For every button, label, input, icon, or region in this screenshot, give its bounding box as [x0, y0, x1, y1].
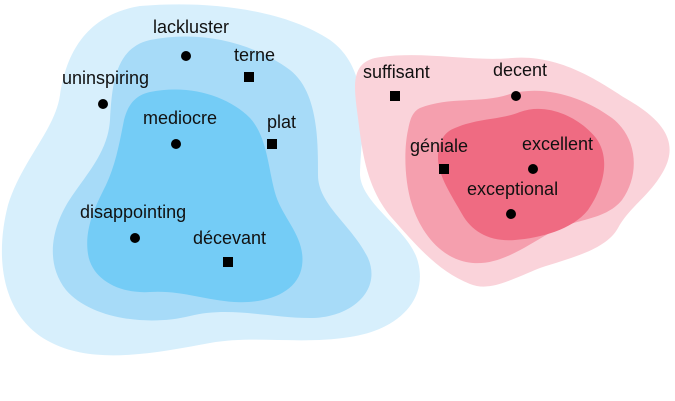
- marker-terne: [244, 72, 254, 82]
- marker-plat: [267, 139, 277, 149]
- word-label-mediocre: mediocre: [143, 108, 217, 128]
- circle-marker: [130, 233, 140, 243]
- square-marker: [390, 91, 400, 101]
- word-label-geniale: géniale: [410, 136, 468, 156]
- square-marker: [223, 257, 233, 267]
- marker-layer: [98, 51, 538, 267]
- circle-marker: [511, 91, 521, 101]
- word-label-disappointing: disappointing: [80, 202, 186, 222]
- square-marker: [267, 139, 277, 149]
- circle-marker: [98, 99, 108, 109]
- marker-lackluster: [181, 51, 191, 61]
- word-label-terne: terne: [234, 45, 275, 65]
- circle-marker: [528, 164, 538, 174]
- word-label-excellent: excellent: [522, 134, 593, 154]
- label-layer: lackluster terne uninspiring mediocre pl…: [62, 17, 593, 248]
- word-label-exceptional: exceptional: [467, 179, 558, 199]
- blue-contour-inner: [87, 89, 303, 303]
- circle-marker: [171, 139, 181, 149]
- marker-geniale: [439, 164, 449, 174]
- marker-excellent: [528, 164, 538, 174]
- word-label-decent: decent: [493, 60, 547, 80]
- marker-decevant: [223, 257, 233, 267]
- red-contour-inner: [438, 108, 605, 241]
- marker-mediocre: [171, 139, 181, 149]
- marker-suffisant: [390, 91, 400, 101]
- marker-decent: [511, 91, 521, 101]
- marker-exceptional: [506, 209, 516, 219]
- word-label-uninspiring: uninspiring: [62, 68, 149, 88]
- word-label-suffisant: suffisant: [363, 62, 430, 82]
- word-label-lackluster: lackluster: [153, 17, 229, 37]
- circle-marker: [506, 209, 516, 219]
- marker-uninspiring: [98, 99, 108, 109]
- word-label-decevant: décevant: [193, 228, 266, 248]
- square-marker: [244, 72, 254, 82]
- circle-marker: [181, 51, 191, 61]
- marker-disappointing: [130, 233, 140, 243]
- square-marker: [439, 164, 449, 174]
- word-label-plat: plat: [267, 112, 296, 132]
